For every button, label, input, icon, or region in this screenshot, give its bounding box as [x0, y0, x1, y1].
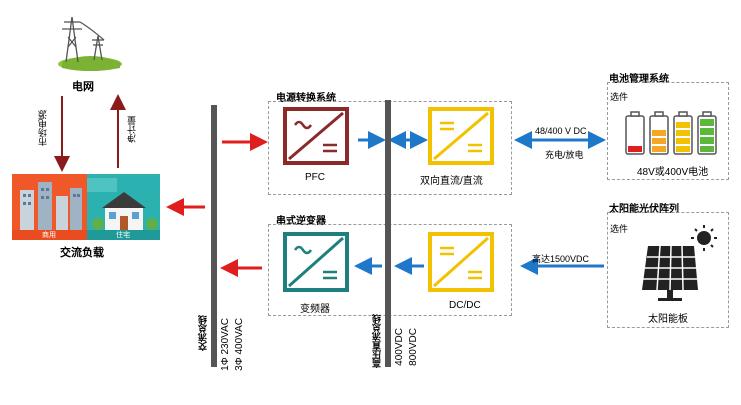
solar-panel-label: 太阳能板: [648, 314, 688, 325]
solar-group: [607, 212, 729, 328]
bms-group: [607, 82, 729, 180]
solar-optional: 选件: [610, 224, 629, 234]
solar-panel-icon: [638, 224, 722, 302]
residential-label: 住宅: [116, 232, 130, 239]
sun-icon: [691, 225, 717, 251]
hv-bus-line1: 400VDC: [394, 328, 405, 366]
battery-label: 48V或400V电池: [637, 167, 709, 178]
grid-title: 电网: [72, 81, 94, 93]
bms-optional: 选件: [610, 92, 629, 102]
dc-dc-converter-icon: [433, 236, 489, 288]
dc-dc-converter-icon: [433, 111, 489, 161]
grid-supply-label: 市场电源: [38, 110, 48, 146]
bidirectional-dcdc-label: 双向直流/直流: [420, 176, 483, 187]
pfc-block: [283, 107, 349, 165]
dcdc-label: DC/DC: [449, 300, 481, 311]
hv-bus-line2: 800VDC: [408, 328, 419, 366]
solar-title: 太阳能光伏阵列: [609, 204, 679, 215]
inverter-label: 变频器: [300, 304, 330, 315]
ac-load-illustration: 商用 住宅: [12, 174, 160, 240]
ac-bus-line1: 1Φ 230VAC: [220, 318, 231, 371]
ac-dc-converter-icon: [288, 111, 344, 161]
string-inverter-title: 串式逆变器: [276, 216, 326, 227]
pfc-label: PFC: [305, 172, 325, 183]
ac-bus-title: 交流总线: [198, 315, 208, 351]
power-tower-icon: [58, 16, 122, 71]
dcdc-block: [428, 232, 494, 292]
ac-load-title: 交流负载: [60, 247, 104, 259]
pcs-title: 电源转换系统: [276, 93, 336, 104]
commercial-label: 商用: [42, 232, 56, 239]
battery-link-bottom-label: 充电/放电: [545, 150, 584, 160]
hv-bus-bar: [385, 100, 391, 367]
ac-bus-bar: [211, 105, 217, 367]
battery-icon: [624, 110, 720, 156]
grid-illustration: [50, 12, 130, 72]
ac-bus-line2: 3Φ 400VAC: [234, 318, 245, 371]
inverter-block: [283, 232, 349, 292]
bidirectional-dcdc-block: [428, 107, 494, 165]
bms-title: 电池管理系统: [609, 74, 669, 85]
solar-link-label: 高达1500VDC: [532, 254, 590, 264]
hv-bus-title: 高压直流总线: [372, 314, 382, 368]
net-metering-label: 净计量: [127, 116, 137, 143]
battery-link-top-label: 48/400 V DC: [535, 126, 587, 136]
dc-ac-inverter-icon: [288, 236, 344, 288]
